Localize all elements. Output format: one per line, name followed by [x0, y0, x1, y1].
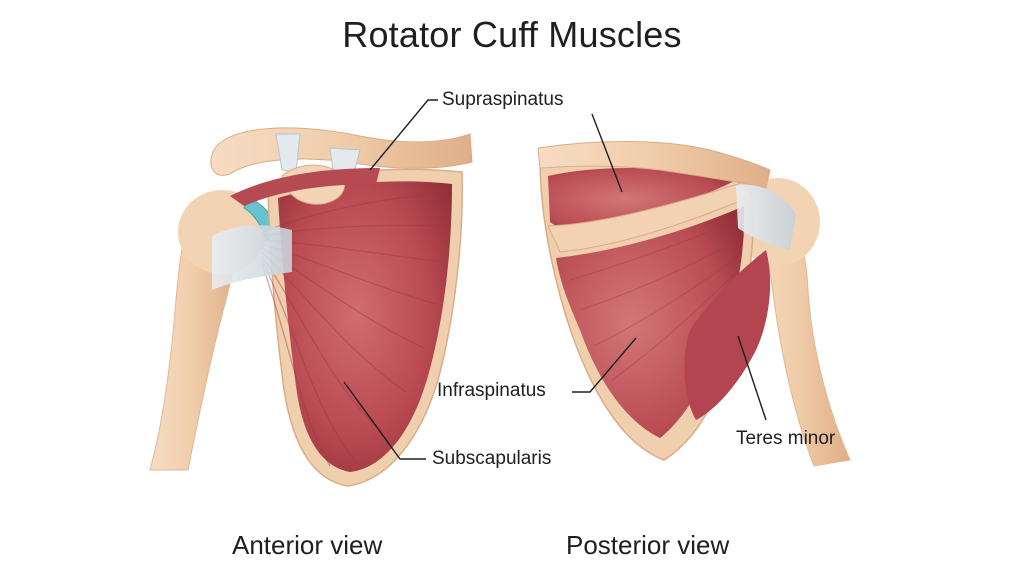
posterior-view-illustration — [537, 141, 851, 467]
posterior-supraspinatus — [548, 167, 740, 231]
subscapularis-muscle — [278, 181, 452, 473]
subscapularis-leader-line — [343, 381, 426, 460]
posterior-view-label: Posterior view — [566, 530, 730, 560]
supraspinatus-leader-line-2 — [591, 113, 623, 193]
posterior-tendon — [736, 184, 796, 250]
teres-minor-muscle — [684, 250, 771, 420]
label-infraspinatus: Infraspinatus — [437, 380, 546, 401]
subscapularis-tendon — [212, 225, 292, 290]
label-teres-minor: Teres minor — [736, 428, 836, 449]
label-supraspinatus: Supraspinatus — [442, 89, 564, 110]
infraspinatus-leader-line — [572, 337, 637, 393]
teres-minor-leader-line — [737, 335, 767, 421]
diagram-title: Rotator Cuff Muscles — [342, 14, 682, 55]
label-subscapularis: Subscapularis — [432, 448, 552, 469]
anterior-supraspinatus — [230, 168, 380, 206]
infraspinatus-fibres — [569, 217, 745, 381]
posterior-acromion — [537, 141, 771, 189]
anterior-view-illustration — [149, 127, 473, 487]
anterior-view-label: Anterior view — [232, 530, 383, 560]
supraspinatus-leader-line — [369, 99, 438, 171]
